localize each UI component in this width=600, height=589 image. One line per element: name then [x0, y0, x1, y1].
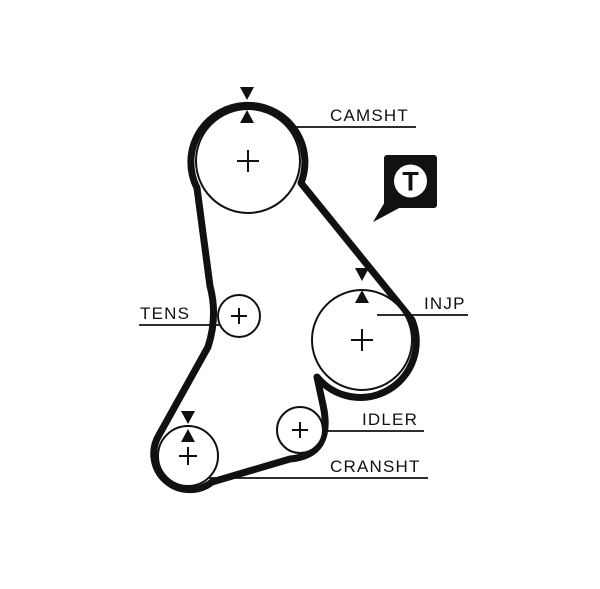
injection-pump-belt-alignment-mark-icon — [355, 268, 369, 281]
injection-pump-pulley-alignment-mark-icon — [355, 290, 369, 303]
injection-pump-label: INJP — [424, 294, 466, 313]
camshaft-pulley-alignment-mark-icon — [240, 110, 254, 123]
timing-belt — [150, 101, 420, 494]
idler-label: IDLER — [362, 410, 418, 429]
badge-circle — [394, 164, 427, 198]
crankshaft-label: CRANSHT — [330, 457, 421, 476]
tensioner-center-cross-icon — [231, 308, 247, 324]
idler-center-cross-icon — [292, 422, 308, 438]
timing-mark-badge: T — [373, 155, 437, 222]
camshaft-center-cross-icon — [237, 150, 259, 172]
tensioner-label: TENS — [140, 304, 190, 323]
badge-letter: T — [402, 167, 419, 197]
camshaft-label: CAMSHT — [330, 106, 409, 125]
injection-pump-center-cross-icon — [351, 329, 373, 351]
crankshaft-center-cross-icon — [179, 447, 197, 465]
crankshaft-pulley-alignment-mark-icon — [181, 429, 195, 442]
crankshaft-belt-alignment-mark-icon — [181, 411, 195, 424]
camshaft-belt-alignment-mark-icon — [240, 87, 254, 100]
